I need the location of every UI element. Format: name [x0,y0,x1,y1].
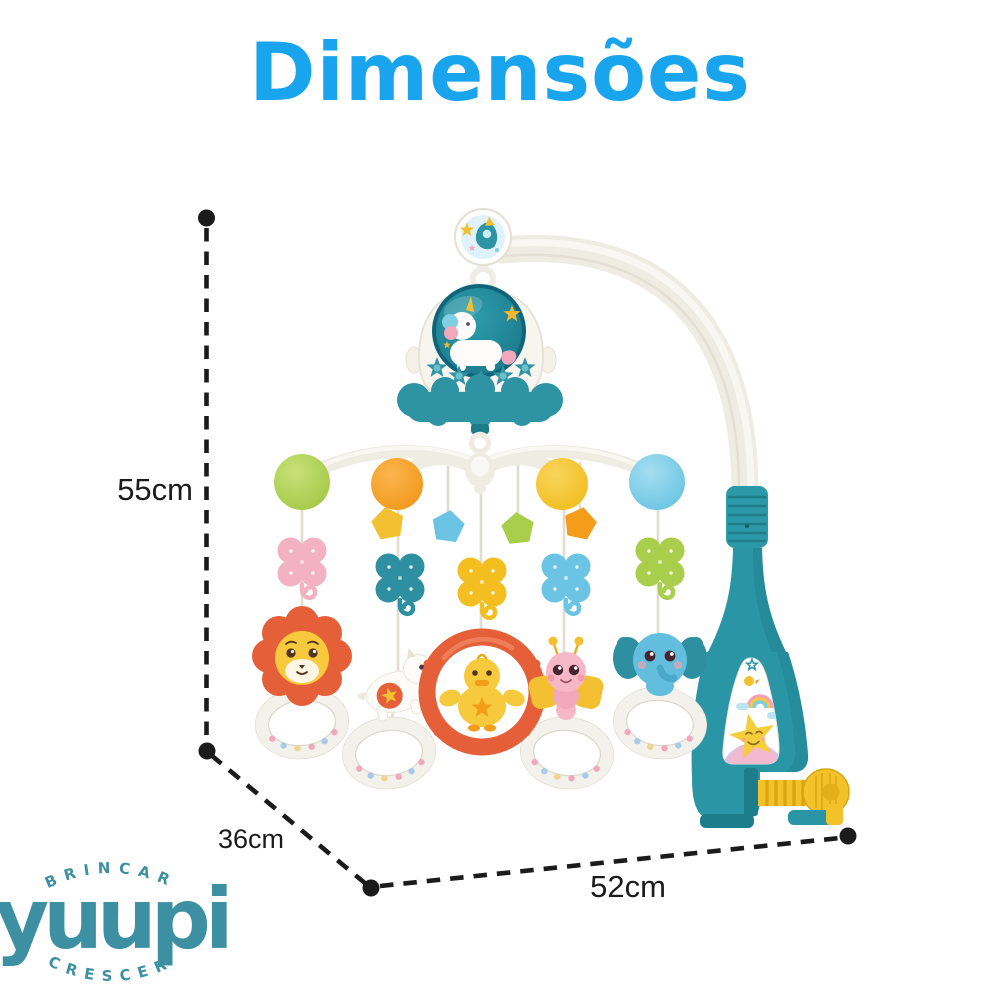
elephant-toy [613,633,707,696]
clamp-screw [700,768,850,828]
blue-ball [629,454,685,510]
crib-mobile-illustration [252,208,850,828]
rainbow-star-sticker [722,660,779,764]
mobile-crossbar [274,444,685,510]
butterfly-toy [528,636,604,720]
lion-toy [252,606,352,706]
green-ball [274,454,330,510]
horse-toy [357,647,435,722]
height-dimension-label: 55cm [117,472,193,507]
support-arm [488,235,759,504]
duck-ring-toy [418,628,546,756]
dimension-lines: 55cm 36cm 52cm [117,209,857,904]
page-title: Dimensões [249,26,751,119]
width-dimension-label: 52cm [590,869,666,904]
unicorn-figure [442,296,517,371]
yuupi-logo: BRINCAR yuupi CRESCER [0,859,234,985]
crib-clamp [691,486,850,828]
depth-dimension-label: 36cm [218,824,284,854]
orange-ball [371,458,423,510]
rocket-medallion [454,208,512,292]
cloud-base [397,374,563,434]
music-box-buttons [426,357,536,389]
yellow-ball [536,458,588,510]
dimension-dots [198,209,857,897]
music-box [397,284,563,455]
logo-wordmark: yuupi [0,870,228,968]
